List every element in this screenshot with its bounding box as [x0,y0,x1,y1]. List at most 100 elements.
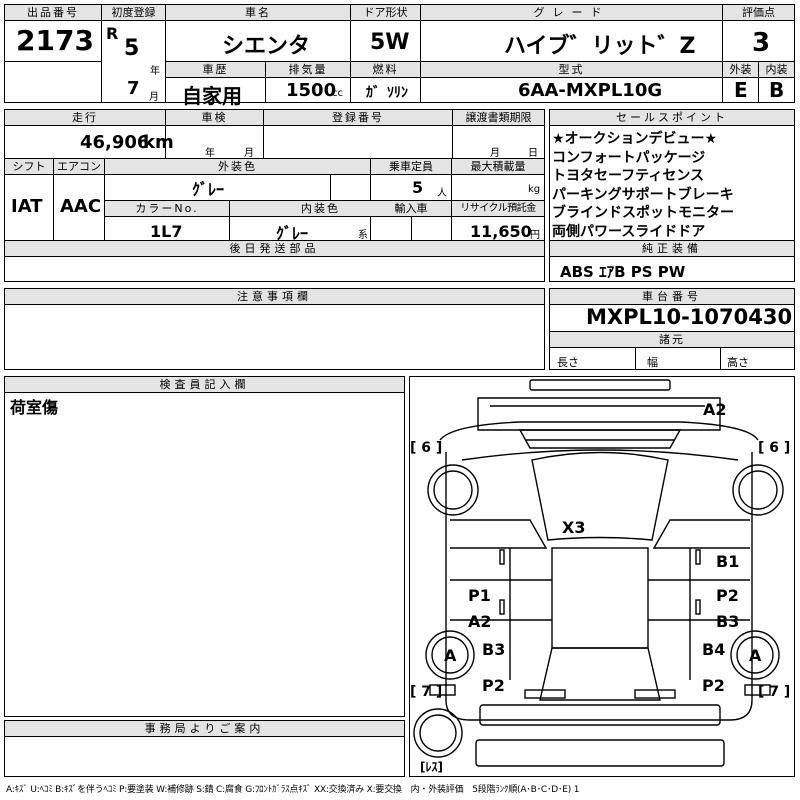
inspection-label: 車検 [166,110,263,126]
spec-label: 諸元 [550,332,794,348]
recycle-unit: 円 [530,230,540,241]
spare-tire: [ﾚｽ] [420,760,443,774]
history: 自家用 [182,84,242,108]
damage-mark: P1 [468,586,491,605]
damage-mark: B3 [482,640,506,659]
inspector-label: 検査員記入欄 [5,377,404,393]
int-grade-label: 内装 [759,62,794,78]
insp-year: 年 [205,148,215,159]
month-unit: 月 [149,92,159,103]
sales-point-item: トヨタセーフティセンス [552,168,705,184]
load-label: 最大積載量 [452,159,544,175]
lot-number: 2173 [16,24,94,57]
ac: AAC [60,196,102,217]
office-box [4,720,405,777]
insp-month: 月 [244,148,254,159]
history-label: 車歴 [166,62,265,78]
ext-grade-label: 外装 [723,62,758,78]
model-name: シエンタ [222,34,311,59]
capacity: 5 [412,178,424,197]
chassis-label: 車台番号 [550,289,794,305]
transfer-month: 月 [490,148,500,159]
capacity-label: 乗車定員 [371,159,451,175]
disp-label: 排気量 [266,62,350,78]
damage-mark: A2 [468,612,492,631]
door-type: 5W [370,30,410,55]
mileage-unit: km [143,132,174,153]
fuel-label: 燃料 [351,62,420,78]
door-label: ドア形状 [351,5,420,21]
tire-fl: [ 6 ] [410,440,443,456]
regno-label: 登録番号 [264,110,452,126]
tire-fr: [ 6 ] [758,440,791,456]
disp-unit: cc [332,88,343,99]
damage-mark: P2 [482,676,505,695]
mileage: 46,906 [80,132,150,153]
sales-points-label: セールスポイント [550,110,794,126]
first-reg-label: 初度登録 [102,5,165,21]
chassis-number: MXPL10-1070430 [586,305,793,329]
ext-grade: E [734,78,748,102]
inspector-box [4,376,405,717]
damage-mark: B4 [702,640,726,659]
mileage-label: 走行 [5,110,165,126]
tire-rr: [ 7 ] [758,684,791,700]
grade: ハイブ゛リット゛Z [504,34,696,59]
recycle-label: リサイクル預託金 [452,201,544,217]
recycle-fee: 11,650 [470,222,532,241]
int-color-unit: 系 [358,230,368,241]
sales-point-item: 両側パワースライドドア [552,223,706,240]
score: 3 [752,28,771,58]
type-label: 型式 [421,62,722,78]
detail-table [4,109,545,282]
era: R [106,24,119,43]
spec-height: 高さ [727,356,749,369]
int-grade: B [769,78,785,102]
inspector-note: 荷室傷 [10,398,59,417]
equipment: ABS ｴｱB PS PW [560,263,686,281]
damage-mark: B1 [716,552,740,571]
parts-label: 後日発送部品 [5,241,544,257]
displacement: 1500 [286,80,337,101]
equipment-label: 純正装備 [550,241,794,257]
int-color-label: 内装色 [230,201,411,217]
damage-mark: B3 [716,612,740,631]
spec-length: 長さ [557,356,579,369]
reg-year: 5 [124,36,140,61]
notes-box [4,288,545,370]
damage-mark: A [444,646,457,665]
damage-mark: X3 [562,518,586,537]
transfer-label: 譲渡書類期限 [453,110,544,126]
color: ｸﾞﾚｰ [192,180,225,199]
legend: A:ｷｽﾞ U:ﾍｺﾐ B:ｷｽﾞを伴うﾍｺﾐ P:要塗装 W:補修跡 S:錆 … [6,785,580,795]
notes-label: 注意事項欄 [5,289,544,305]
sales-points-box [549,109,795,282]
shift: IAT [11,196,43,217]
reg-month: 7 [127,78,140,99]
ac-label: エアコン [54,159,104,175]
spec-width: 幅 [647,356,658,369]
chassis-box [549,288,795,370]
damage-mark: A2 [703,400,727,419]
int-color: ｸﾞﾚｰ [276,224,309,243]
shift-label: シフト [5,159,53,175]
model-label: 車名 [166,5,350,21]
color-no: 1L7 [150,222,183,241]
capacity-unit: 人 [437,188,447,199]
sales-point-item: パーキングサポートブレーキ [552,186,734,203]
load-unit: kg [528,184,541,195]
office-label: 事務局よりご案内 [5,721,404,737]
transfer-day: 日 [528,148,538,159]
header-table [4,4,795,103]
lot-label: 出品番号 [5,5,101,21]
grade-label: グレード [421,5,722,21]
damage-mark: P2 [702,676,725,695]
sales-point-item: ブラインドスポットモニター [552,205,734,221]
color-label: 外装色 [105,159,370,175]
fuel: ｶ゛ｿﾘﾝ [366,85,408,101]
damage-mark: P2 [716,586,739,605]
sales-point-item: コンフォートパッケージ [552,149,706,166]
score-label: 評価点 [723,5,794,21]
model-type: 6AA-MXPL10G [518,80,663,101]
sales-point-item: ★オークションデビュー★ [552,131,718,147]
